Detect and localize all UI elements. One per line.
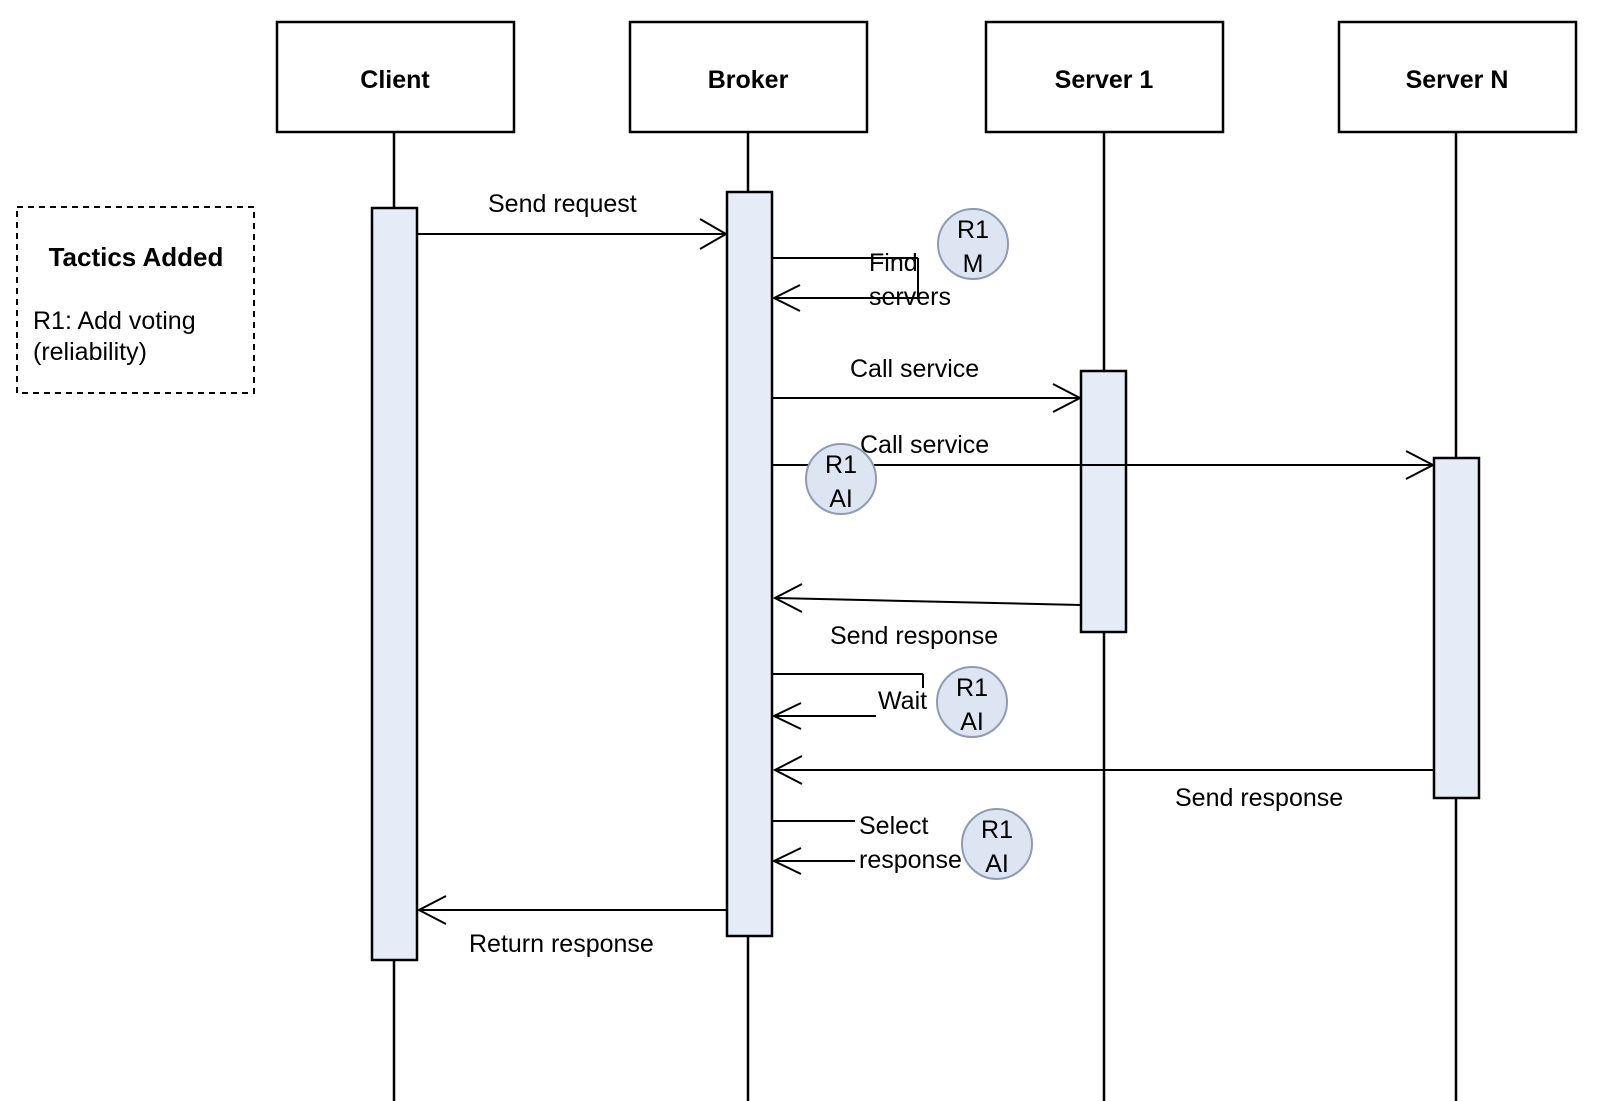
participant-server1[interactable]: Server 1 xyxy=(984,20,1225,134)
legend-entry-line2: (reliability) xyxy=(33,338,147,366)
arrowhead-open-right xyxy=(699,218,729,250)
message-wait[interactable]: Wait xyxy=(771,673,938,730)
annotation-circle[interactable] xyxy=(805,443,877,515)
legend-tactics-added: Tactics Added R1: Add voting (reliabilit… xyxy=(16,206,255,394)
annotation-label-line2: AI xyxy=(829,485,853,513)
legend-box xyxy=(16,206,255,394)
participant-client[interactable]: Client xyxy=(275,20,516,134)
participant-broker[interactable]: Broker xyxy=(628,20,869,134)
annotation-label-line1: R1 xyxy=(956,674,988,702)
message-call-service-server1[interactable]: Call service xyxy=(773,355,1083,413)
message-label-find-servers-line2: servers xyxy=(869,283,951,311)
participant-label-server1: Server 1 xyxy=(1055,66,1154,94)
message-label-wait-bg xyxy=(876,688,938,718)
message-label-send-response-server1: Send response xyxy=(830,622,998,650)
participant-label-broker: Broker xyxy=(708,66,789,94)
participant-box-broker[interactable] xyxy=(628,20,869,134)
arrowhead-open-left xyxy=(772,755,803,785)
annotation-r1-ai-call-service[interactable]: R1 AI xyxy=(805,443,877,515)
annotation-circle[interactable] xyxy=(937,208,1009,280)
participant-label-serverN: Server N xyxy=(1406,66,1509,94)
annotation-label-line2: M xyxy=(963,250,984,278)
message-return-response[interactable]: Return response xyxy=(416,895,726,958)
message-label-return-response: Return response xyxy=(469,930,654,958)
legend-title: Tactics Added xyxy=(49,242,224,272)
message-label-wait: Wait xyxy=(878,687,927,715)
annotation-circle[interactable] xyxy=(961,808,1033,880)
arrowhead-open-left xyxy=(416,895,447,925)
arrowhead-open-left xyxy=(772,583,803,613)
annotation-label-line1: R1 xyxy=(825,451,857,479)
annotation-r1-ai-wait[interactable]: R1 AI xyxy=(936,666,1008,738)
annotation-label-line1: R1 xyxy=(981,816,1013,844)
participant-box-serverN[interactable] xyxy=(1337,20,1578,134)
message-label-select-response-line1: Select xyxy=(859,812,929,840)
participant-box-client[interactable] xyxy=(275,20,516,134)
message-line xyxy=(775,597,1082,606)
message-find-servers[interactable]: Find servers xyxy=(771,249,951,312)
message-send-response-serverN[interactable]: Send response xyxy=(772,755,1433,812)
annotation-label-line2: AI xyxy=(960,708,984,736)
activation-bar-server1[interactable] xyxy=(1079,369,1128,634)
activation-bar-serverN[interactable] xyxy=(1432,456,1481,800)
activations-group xyxy=(370,190,1481,962)
message-label-select-response-line2: response xyxy=(859,846,962,874)
participant-serverN[interactable]: Server N xyxy=(1337,20,1578,134)
participant-box-server1[interactable] xyxy=(984,20,1225,134)
annotation-label-line2: AI xyxy=(985,850,1009,878)
message-label-find-servers-line1: Find xyxy=(869,249,918,277)
message-label-send-request: Send request xyxy=(488,190,637,218)
message-label-call-service-server1: Call service xyxy=(850,355,979,383)
message-label-send-response-serverN: Send response xyxy=(1175,784,1343,812)
participant-label-client: Client xyxy=(360,66,430,94)
arrowhead-open-right xyxy=(1405,450,1436,480)
arrowhead-open-left xyxy=(771,284,801,312)
arrowhead-open-left xyxy=(771,702,802,730)
arrowhead-open-left xyxy=(771,847,802,875)
annotation-label-line1: R1 xyxy=(957,216,989,244)
arrowhead-open-right xyxy=(1052,383,1083,413)
annotation-r1-m[interactable]: R1 M xyxy=(937,208,1009,280)
activation-bar-client[interactable] xyxy=(370,206,419,962)
annotation-circle[interactable] xyxy=(936,666,1008,738)
activation-bar-broker[interactable] xyxy=(725,190,774,938)
annotation-r1-ai-select-response[interactable]: R1 AI xyxy=(961,808,1033,880)
message-label-call-service-serverN: Call service xyxy=(860,431,989,459)
message-send-request[interactable]: Send request xyxy=(418,190,729,250)
legend-entry-line1: R1: Add voting xyxy=(33,307,196,335)
message-call-service-serverN[interactable]: Call service xyxy=(773,431,1436,480)
message-send-response-server1[interactable]: Send response xyxy=(772,583,1082,650)
